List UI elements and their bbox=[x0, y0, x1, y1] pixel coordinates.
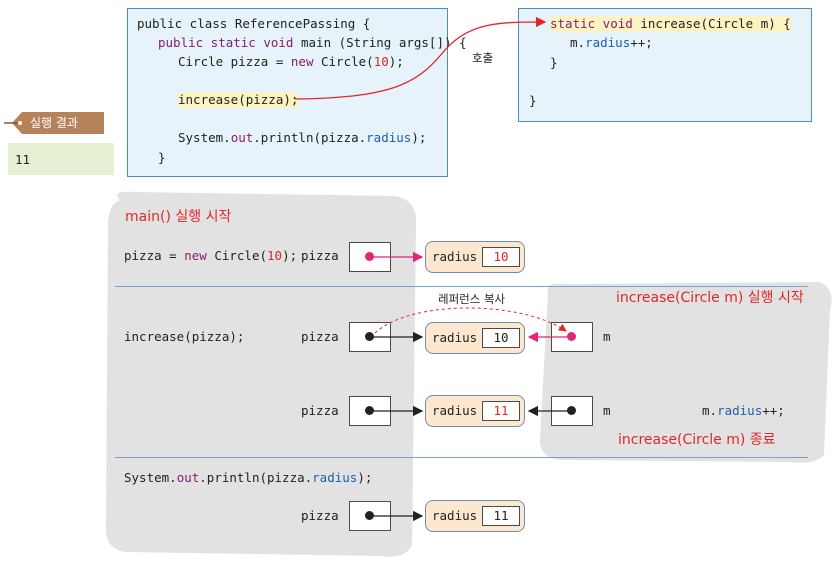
pizza-ref-1 bbox=[349, 242, 391, 272]
code-line-new-circle: Circle pizza = new Circle(10); bbox=[178, 54, 404, 69]
pizza-ref-2 bbox=[349, 322, 391, 352]
code-line-println: System.out.println(pizza.radius); bbox=[178, 130, 427, 145]
m-label-2: m bbox=[603, 403, 611, 418]
code-line-increase-call: increase(pizza); bbox=[178, 92, 299, 108]
result-value: 11 bbox=[15, 152, 31, 167]
result-panel: 11 bbox=[8, 143, 114, 175]
result-tag-label: 실행 결과 bbox=[30, 116, 78, 130]
increase-start-label: increase(Circle m) 실행 시작 bbox=[616, 290, 804, 306]
stmt-increase: increase(pizza); bbox=[124, 329, 245, 344]
increase-scope-blob bbox=[540, 282, 832, 463]
m-ref-1 bbox=[551, 322, 593, 352]
pizza-label-3: pizza bbox=[301, 403, 339, 418]
pizza-label-1: pizza bbox=[301, 248, 339, 263]
code-line-close1: } bbox=[550, 55, 558, 70]
stmt-println: System.out.println(pizza.radius); bbox=[124, 470, 373, 485]
m-ref-2 bbox=[551, 396, 593, 426]
m-label-1: m bbox=[603, 329, 611, 344]
result-tag-shape bbox=[4, 112, 104, 134]
separator-1 bbox=[115, 286, 808, 287]
increase-end-label: increase(Circle m) 종료 bbox=[618, 432, 776, 448]
main-start-label: main() 실행 시작 bbox=[125, 209, 232, 225]
pizza-label-4: pizza bbox=[301, 508, 339, 523]
ref-copy-label: 레퍼런스 복사 bbox=[438, 292, 506, 306]
code-line-increase-sig: static void increase(Circle m) { bbox=[550, 16, 791, 32]
stmt-new-circle: pizza = new Circle(10); bbox=[124, 248, 298, 263]
main-scope-blob bbox=[105, 191, 417, 557]
pizza-ref-4 bbox=[349, 501, 391, 531]
code-line-close: } bbox=[158, 150, 166, 165]
main-code-panel: public class ReferencePassing { public s… bbox=[127, 8, 467, 177]
pizza-ref-3 bbox=[349, 396, 391, 426]
call-label: 호출 bbox=[472, 51, 494, 65]
code-line-main: public static void main (String args[]) … bbox=[158, 35, 467, 50]
code-line-close2: } bbox=[529, 93, 537, 108]
m-increment-stmt: m.radius++; bbox=[702, 403, 785, 418]
code-line-increment: m.radius++; bbox=[570, 35, 653, 50]
increase-code-panel: static void increase(Circle m) { m.radiu… bbox=[518, 8, 812, 122]
pizza-label-2: pizza bbox=[301, 329, 339, 344]
separator-2 bbox=[115, 457, 808, 458]
code-line-class: public class ReferencePassing { bbox=[137, 16, 371, 31]
